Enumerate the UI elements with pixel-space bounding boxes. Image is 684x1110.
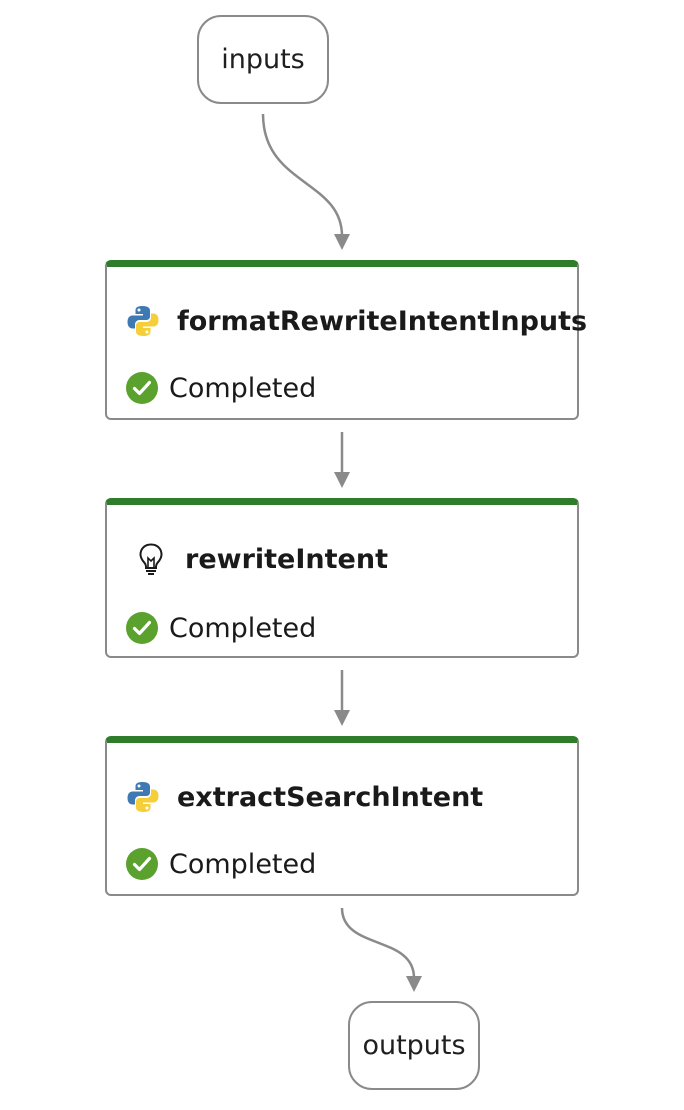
edge-step-1-to-step-2 bbox=[334, 670, 350, 726]
inputs-node-label: inputs bbox=[221, 44, 305, 75]
step-node-rewriteIntent[interactable]: rewriteIntent Completed bbox=[105, 498, 579, 658]
outputs-node[interactable]: outputs bbox=[348, 1001, 480, 1090]
check-circle-icon bbox=[126, 612, 158, 644]
status-label: Completed bbox=[169, 372, 317, 404]
step-title: rewriteIntent bbox=[185, 543, 388, 575]
arrowhead bbox=[334, 710, 350, 726]
arrowhead bbox=[406, 976, 422, 992]
edge-step-2-to-outputs bbox=[340, 907, 422, 992]
check-circle-icon bbox=[126, 372, 158, 404]
python-icon bbox=[127, 306, 159, 336]
step-title: extractSearchIntent bbox=[177, 781, 484, 813]
step-node-extractSearchIntent[interactable]: extractSearchIntent Completed bbox=[105, 736, 579, 896]
status-label: Completed bbox=[169, 848, 317, 880]
edge-inputs-to-step-0 bbox=[261, 113, 350, 250]
edge-step-0-to-step-1 bbox=[334, 432, 350, 488]
arrowhead bbox=[334, 234, 350, 250]
lightbulb-icon bbox=[139, 543, 163, 575]
step-status: Completed bbox=[125, 847, 316, 881]
python-icon bbox=[127, 782, 159, 812]
status-label: Completed bbox=[169, 612, 317, 644]
step-status: Completed bbox=[125, 371, 316, 405]
step-header: extractSearchIntent bbox=[125, 779, 483, 815]
check-circle-icon bbox=[126, 848, 158, 880]
step-header: rewriteIntent bbox=[133, 541, 388, 577]
step-header: formatRewriteIntentInputs bbox=[125, 303, 587, 339]
outputs-node-label: outputs bbox=[362, 1030, 466, 1061]
arrowhead bbox=[334, 472, 350, 488]
step-title: formatRewriteIntentInputs bbox=[177, 305, 588, 337]
step-node-formatRewriteIntentInputs[interactable]: formatRewriteIntentInputs Completed bbox=[105, 260, 587, 420]
step-status: Completed bbox=[125, 611, 316, 645]
inputs-node[interactable]: inputs bbox=[197, 15, 329, 104]
